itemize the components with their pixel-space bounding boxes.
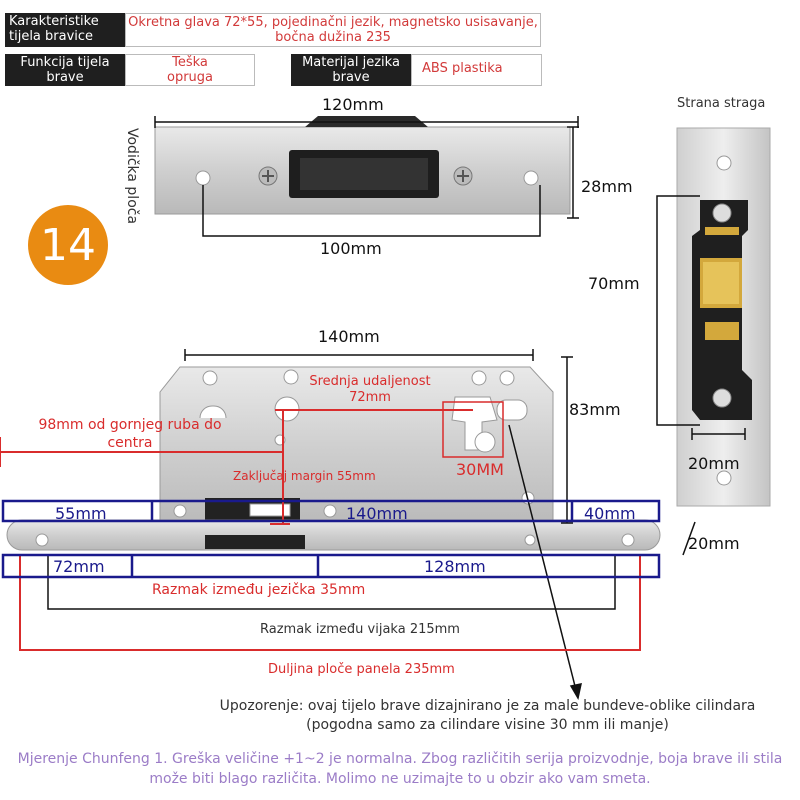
header-value-characteristics: Okretna glava 72*55, pojedinačni jezik, … bbox=[125, 13, 541, 47]
segment-mid-top-label: 140mm bbox=[346, 504, 408, 523]
header-value-function: Teška opruga bbox=[125, 54, 255, 86]
lock-body-height-label: 83mm bbox=[569, 400, 621, 419]
number-badge: 14 bbox=[28, 205, 108, 285]
segment-left-top-label: 55mm bbox=[55, 504, 107, 523]
back-view bbox=[676, 127, 771, 507]
lock-body-width-label: 140mm bbox=[318, 327, 380, 346]
footer-note: Mjerenje Chunfeng 1. Greška veličine +1~… bbox=[17, 751, 783, 787]
guide-plate-dimensions bbox=[154, 116, 579, 237]
panel-length-label: Duljina ploče panela 235mm bbox=[268, 662, 455, 677]
guide-plate bbox=[154, 116, 571, 215]
lock-margin-label: Zaključaj margin 55mm bbox=[233, 469, 376, 483]
screw-spacing-label: Razmak između vijaka 215mm bbox=[260, 622, 460, 637]
warning-text: Upozorenje: ovaj tijelo brave dizajniran… bbox=[219, 698, 756, 733]
center-distance-label: Srednja udaljenost 72mm bbox=[309, 374, 431, 405]
back-view-title: Strana straga bbox=[677, 96, 766, 111]
blue-dimension-frames bbox=[1, 499, 661, 579]
header-value-material: ABS plastika bbox=[411, 54, 542, 86]
red-dimensions bbox=[0, 401, 641, 651]
lock-body bbox=[159, 366, 554, 529]
header-label-function: Funkcija tijela brave bbox=[5, 54, 125, 86]
back-view-height-label: 70mm bbox=[588, 274, 640, 293]
lock-body-dimensions bbox=[47, 349, 696, 701]
guide-plate-height-label: 28mm bbox=[581, 177, 633, 196]
segment-right-bottom-label: 128mm bbox=[424, 557, 486, 576]
guide-plate-width-label: 120mm bbox=[322, 95, 384, 114]
guide-plate-hole-span-label: 100mm bbox=[320, 239, 382, 258]
guide-plate-side-label: Vodička ploča bbox=[124, 128, 140, 225]
header-label-characteristics: Karakteristike tijela bravice bbox=[5, 13, 125, 47]
faceplate bbox=[6, 519, 661, 551]
segment-left-bottom-label: 72mm bbox=[53, 557, 105, 576]
faceplate-thickness-label: 20mm bbox=[688, 534, 740, 553]
header-label-material: Materijal jezika brave bbox=[291, 54, 411, 86]
tongue-spacing-label: Razmak između jezička 35mm bbox=[152, 582, 366, 598]
back-view-width-label: 20mm bbox=[688, 454, 740, 473]
top-to-center-label: 98mm od gornjeg ruba do centra bbox=[38, 417, 222, 451]
cylinder-size-label: 30MM bbox=[456, 460, 504, 479]
segment-right-top-label: 40mm bbox=[584, 504, 636, 523]
back-view-dimensions bbox=[656, 195, 746, 440]
